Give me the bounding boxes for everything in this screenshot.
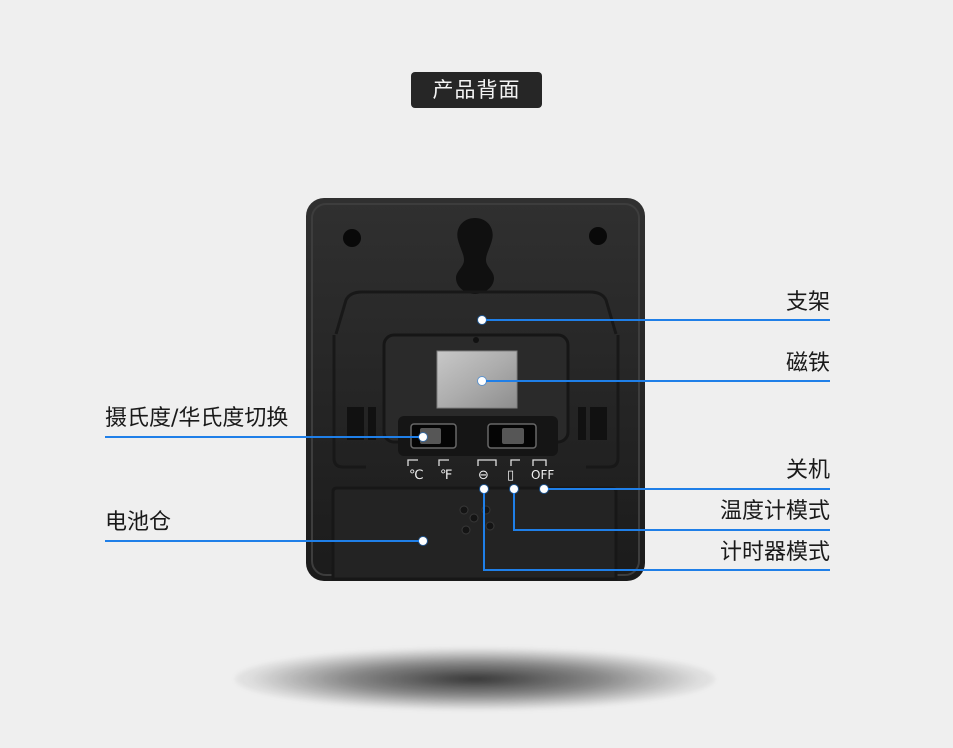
fahrenheit-symbol: ℉ [440, 468, 453, 483]
battery-grip-dot [459, 505, 469, 515]
power-off-label: 关机 [785, 458, 830, 483]
timer-mark-bracket [477, 459, 497, 466]
power-off-callout-line [544, 488, 830, 490]
off-mark-bracket [532, 459, 547, 466]
thermometer-callout-dot [510, 485, 518, 493]
page-title: 产品背面 [411, 72, 542, 108]
thermometer-callout-line [513, 529, 830, 531]
magnet-label: 磁铁 [785, 351, 830, 376]
power-off-callout-dot [540, 485, 548, 493]
stand-pivot [473, 337, 479, 343]
unit-switch-callout-dot [419, 433, 427, 441]
fahrenheit-mark-bracket [438, 459, 449, 466]
battery-label: 电池仓 [105, 510, 172, 535]
right-grip-slot-2 [590, 407, 607, 440]
stand-outline-right [586, 335, 620, 469]
magnet-callout-dot [478, 377, 486, 385]
device-shadow [235, 648, 715, 710]
battery-cover [331, 486, 618, 581]
off-label: OFF [531, 468, 555, 482]
left-grip-slot-2 [368, 407, 376, 440]
wall-hanging-slot [456, 218, 494, 294]
celsius-mark-bracket [407, 459, 418, 466]
mode-switch-knob[interactable] [502, 428, 524, 444]
stand-callout-line [482, 319, 830, 321]
stand-label: 支架 [785, 290, 830, 315]
stand-outline-left [332, 335, 366, 469]
unit-switch-callout-line [105, 436, 423, 438]
timer-callout-vertical-line [483, 489, 485, 571]
celsius-symbol: ℃ [409, 468, 424, 483]
thermometer-callout-vertical-line [513, 489, 515, 531]
magnet-plate [436, 350, 518, 409]
timer-mode-label: 计时器模式 [719, 540, 830, 565]
thermometer-mode-label: 温度计模式 [719, 499, 830, 524]
battery-grip-dot [469, 513, 479, 523]
timer-callout-dot [480, 485, 488, 493]
stand-callout-dot [478, 316, 486, 324]
timer-icon: ⊖ [478, 468, 489, 483]
left-grip-slot-1 [347, 407, 364, 440]
timer-callout-line [483, 569, 830, 571]
left-screw-hole [343, 229, 361, 247]
right-grip-slot-1 [578, 407, 586, 440]
battery-grip-dot [485, 521, 495, 531]
battery-callout-line [105, 540, 423, 542]
unit-switch-label: 摄氏度/华氏度切换 [105, 406, 289, 431]
battery-callout-dot [419, 537, 427, 545]
thermometer-icon: ▯ [507, 468, 515, 483]
thermo-mark-bracket [510, 459, 520, 466]
magnet-callout-line [482, 380, 830, 382]
right-screw-hole [589, 227, 607, 245]
battery-grip-dot [461, 525, 471, 535]
stand-outline-top [334, 290, 618, 335]
